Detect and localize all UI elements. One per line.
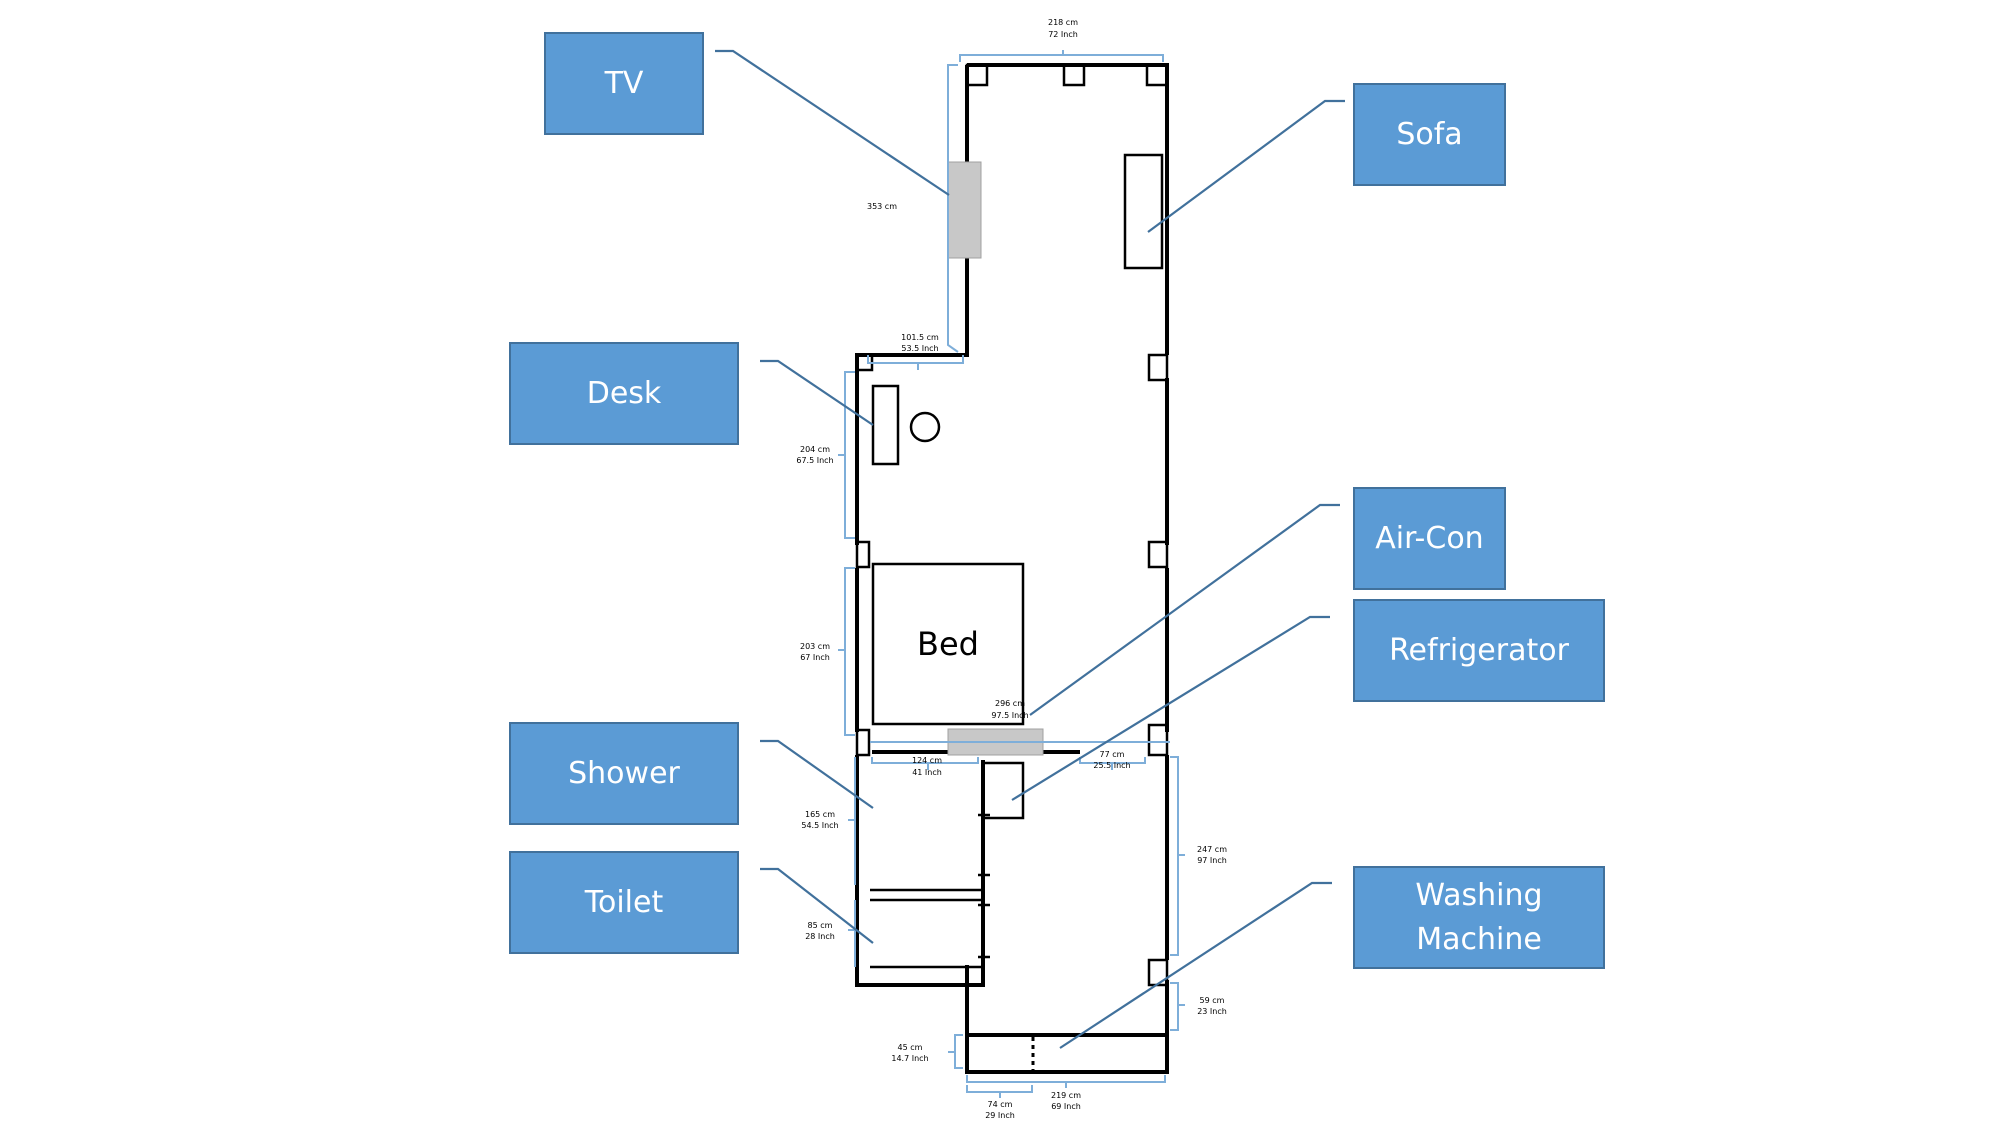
- callout-refrigerator[interactable]: Refrigerator: [1353, 599, 1605, 702]
- dim-bed-cm: 203 cm: [800, 642, 830, 651]
- dim-desk-cm: 204 cm: [800, 445, 830, 454]
- dim-shower-inch: 54.5 Inch: [801, 821, 838, 830]
- dim-desk-inch: 67.5 Inch: [796, 456, 833, 465]
- wall-columns: [855, 63, 1169, 987]
- dim-door-cm: 77 cm: [1100, 750, 1125, 759]
- dim-balcony-width-inch: 69 Inch: [1051, 1102, 1081, 1111]
- shower-leader: [760, 739, 874, 809]
- dim-kitchen-cm: 247 cm: [1197, 845, 1227, 854]
- toilet-leader: [760, 867, 874, 944]
- dim-bath-cm: 124 cm: [912, 756, 942, 765]
- dim-toilet-cm: 85 cm: [808, 921, 833, 930]
- desk-leader: [760, 359, 874, 426]
- dim-shower-cm: 165 cm: [805, 810, 835, 819]
- callout-sofa[interactable]: Sofa: [1353, 83, 1506, 186]
- callout-shower[interactable]: Shower: [509, 722, 739, 825]
- dim-aircon-cm: 296 cm: [995, 699, 1025, 708]
- callout-shower-label: Shower: [568, 755, 680, 791]
- callout-desk[interactable]: Desk: [509, 342, 739, 445]
- callout-desk-label: Desk: [586, 375, 662, 411]
- callout-aircon-label: Air-Con: [1375, 520, 1484, 556]
- callout-tv-label: TV: [604, 65, 644, 101]
- tv-leader: [715, 49, 950, 196]
- dim-bed-inch: 67 Inch: [800, 653, 830, 662]
- dimension-braces: [838, 50, 1185, 1098]
- dim-balcony-depth-cm: 45 cm: [898, 1043, 923, 1052]
- dim-top-inch: 72 Inch: [1048, 30, 1078, 39]
- callout-aircon[interactable]: Air-Con: [1353, 487, 1506, 590]
- callout-washing-label-2: Machine: [1416, 921, 1542, 957]
- sofa-shape: [1123, 153, 1164, 270]
- bed-label: Bed: [917, 625, 979, 663]
- leader-lines: [715, 49, 1345, 1049]
- callout-sofa-label: Sofa: [1396, 116, 1463, 152]
- dim-toilet-inch: 28 Inch: [805, 932, 835, 941]
- aircon-leader: [1029, 503, 1340, 716]
- dim-balcony-left-inch: 29 Inch: [985, 1111, 1015, 1120]
- callout-toilet[interactable]: Toilet: [509, 851, 739, 954]
- callout-washing-machine[interactable]: Washing Machine: [1353, 866, 1605, 969]
- outer-walls: [855, 63, 1169, 1074]
- dim-entry-cm: 59 cm: [1200, 996, 1225, 1005]
- callout-refrigerator-label: Refrigerator: [1389, 632, 1569, 668]
- callout-washing-label-1: Washing: [1415, 878, 1543, 913]
- refrigerator-shape: [981, 761, 1025, 820]
- dim-top-cm: 218 cm: [1048, 18, 1078, 27]
- dim-balcony-depth-inch: 14.7 Inch: [891, 1054, 928, 1063]
- desk-shape: [871, 384, 900, 466]
- dim-door-inch: 25.5 Inch: [1093, 761, 1130, 770]
- callout-tv[interactable]: TV: [544, 32, 704, 135]
- chair-shape: [909, 411, 941, 443]
- dim-balcony-width-cm: 219 cm: [1051, 1091, 1081, 1100]
- interior-walls: [870, 750, 1080, 1070]
- dim-living-cm: 353 cm: [867, 202, 897, 211]
- washing-leader: [1059, 881, 1332, 1049]
- dim-aircon-inch: 97.5 Inch: [991, 711, 1028, 720]
- callout-toilet-label: Toilet: [584, 884, 664, 920]
- bed-shape: [871, 562, 1025, 726]
- dim-balcony-left-cm: 74 cm: [988, 1100, 1013, 1109]
- refrigerator-leader: [1011, 615, 1330, 801]
- dim-bath-inch: 41 Inch: [912, 768, 942, 777]
- dim-kitchen-inch: 97 Inch: [1197, 856, 1227, 865]
- sofa-leader: [1147, 99, 1345, 233]
- dimension-labels: 218 cm 72 Inch 353 cm 101.5 cm 53.5 Inch…: [796, 18, 1227, 1120]
- tv-unit: [947, 161, 982, 259]
- dim-step-inch: 53.5 Inch: [901, 344, 938, 353]
- dim-step-cm: 101.5 cm: [901, 333, 939, 342]
- dim-entry-inch: 23 Inch: [1197, 1007, 1227, 1016]
